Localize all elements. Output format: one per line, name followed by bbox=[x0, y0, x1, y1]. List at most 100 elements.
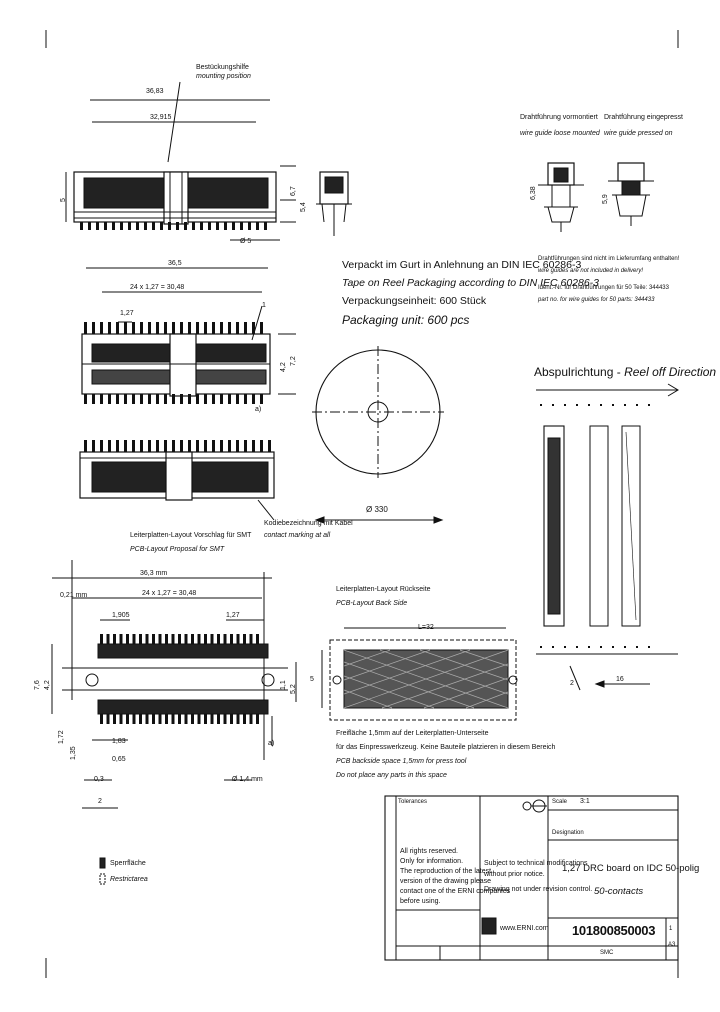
part-number: 101800850003 bbox=[572, 923, 656, 938]
dim-height-c: 5 bbox=[60, 198, 67, 202]
pin bbox=[191, 714, 194, 724]
pin bbox=[252, 322, 255, 334]
reel-direction-title: Abspulrichtung - Reel off Direction bbox=[534, 365, 717, 379]
pin bbox=[249, 634, 253, 644]
dim-total: 36,5 bbox=[168, 260, 182, 267]
title-col-scale: Scale bbox=[552, 799, 568, 805]
pin bbox=[212, 322, 215, 334]
pin bbox=[108, 322, 111, 334]
pin bbox=[564, 404, 566, 406]
pin bbox=[188, 322, 191, 334]
pin bbox=[104, 222, 107, 230]
rev-value: 1 bbox=[669, 926, 673, 932]
pin bbox=[106, 634, 110, 644]
rev-label: SMC bbox=[600, 950, 614, 956]
front-view-connector bbox=[81, 291, 296, 397]
pin bbox=[158, 634, 162, 644]
pin bbox=[648, 646, 650, 648]
pin bbox=[220, 322, 223, 334]
pin bbox=[180, 322, 183, 334]
legend-marks bbox=[99, 857, 106, 885]
pcb-dim-bottom-b: 1,35 bbox=[70, 746, 77, 760]
title-col-tolerances: Tolerances bbox=[398, 799, 428, 805]
pcb-dim-right-a: 1,1 bbox=[280, 680, 287, 690]
top-view-connector bbox=[65, 81, 296, 269]
tape-feed: 16 bbox=[616, 676, 624, 683]
pin bbox=[164, 440, 167, 452]
wire-guide-left-de: Drahtführung vormontiert bbox=[520, 114, 598, 121]
pin bbox=[119, 634, 123, 644]
dim-height-a: 6,7 bbox=[290, 186, 297, 196]
pin bbox=[197, 634, 201, 644]
rights-line-4: version of the drawing please bbox=[400, 878, 492, 885]
pcb-title-en: PCB-Layout Proposal for SMT bbox=[130, 546, 225, 553]
sheet-size: A3 bbox=[668, 942, 676, 948]
pin bbox=[172, 440, 175, 452]
pin bbox=[204, 634, 207, 644]
pcb-dim-right-b: 5,2 bbox=[290, 684, 297, 694]
pin bbox=[600, 646, 602, 648]
pin bbox=[192, 222, 195, 230]
packaging-line3: Verpackungseinheit: 600 Stück bbox=[342, 295, 487, 307]
backside-note-en1: PCB backside space 1,5mm for press tool bbox=[336, 758, 467, 765]
pin bbox=[228, 394, 231, 404]
pin bbox=[106, 714, 110, 724]
pin-rows bbox=[80, 222, 650, 724]
pin bbox=[612, 404, 614, 406]
pin bbox=[264, 222, 267, 230]
rights-line-3: The reproduction of the latest bbox=[400, 868, 492, 875]
wire-guide-right-de: Drahtführung eingepresst bbox=[604, 114, 683, 121]
pcb-dim-pads: 24 x 1,27 = 30,48 bbox=[142, 590, 197, 597]
pcb-layout bbox=[51, 560, 297, 809]
pin bbox=[132, 440, 135, 452]
pin bbox=[204, 394, 207, 404]
pcb-dim-bottom-d: 0,65 bbox=[112, 756, 126, 763]
pin bbox=[230, 714, 233, 724]
pin bbox=[120, 222, 123, 230]
backside-note-de2: für das Einpresswerkzeug. Keine Bauteile… bbox=[336, 744, 556, 751]
pin bbox=[244, 322, 247, 334]
pin bbox=[140, 322, 143, 334]
title-scale-value: 3:1 bbox=[580, 798, 590, 805]
pin bbox=[552, 404, 554, 406]
backside-layout bbox=[321, 627, 518, 721]
pin bbox=[576, 404, 578, 406]
pin bbox=[100, 714, 103, 724]
pin bbox=[184, 714, 188, 724]
pin bbox=[132, 394, 135, 404]
pcb-title-de: Leiterplatten-Layout Vorschlag für SMT bbox=[130, 532, 252, 539]
pin bbox=[204, 440, 207, 452]
pin bbox=[100, 322, 103, 334]
pin bbox=[196, 394, 199, 404]
pin bbox=[145, 714, 149, 724]
pin bbox=[148, 440, 151, 452]
pin bbox=[80, 222, 83, 230]
corner-mark-label: | bbox=[44, 30, 46, 38]
pin bbox=[636, 646, 638, 648]
pin bbox=[217, 714, 220, 724]
pcb-dim-left-b: 4,2 bbox=[44, 680, 51, 690]
pin bbox=[240, 222, 243, 230]
pin bbox=[212, 394, 215, 404]
pin bbox=[165, 714, 168, 724]
corner-mark-label: | bbox=[676, 960, 678, 968]
pin bbox=[236, 322, 239, 334]
pin bbox=[260, 440, 263, 452]
pin bbox=[180, 394, 183, 404]
pin bbox=[145, 634, 149, 644]
pin bbox=[152, 634, 155, 644]
pin bbox=[249, 714, 253, 724]
pin bbox=[139, 714, 142, 724]
pin bbox=[136, 222, 139, 230]
pin bbox=[92, 322, 95, 334]
pin bbox=[116, 440, 119, 452]
pin bbox=[100, 440, 103, 452]
legend-keepout-de: Sperrfläche bbox=[110, 860, 146, 867]
rights-line-6: before using. bbox=[400, 898, 441, 905]
pin bbox=[164, 394, 167, 404]
wire-guide-left-en: wire guide loose mounted bbox=[520, 130, 600, 137]
pin bbox=[152, 714, 155, 724]
pin bbox=[236, 440, 239, 452]
pin bbox=[132, 714, 136, 724]
wire-note-en2: part no. for wire guides for 50 parts: 3… bbox=[538, 297, 655, 303]
